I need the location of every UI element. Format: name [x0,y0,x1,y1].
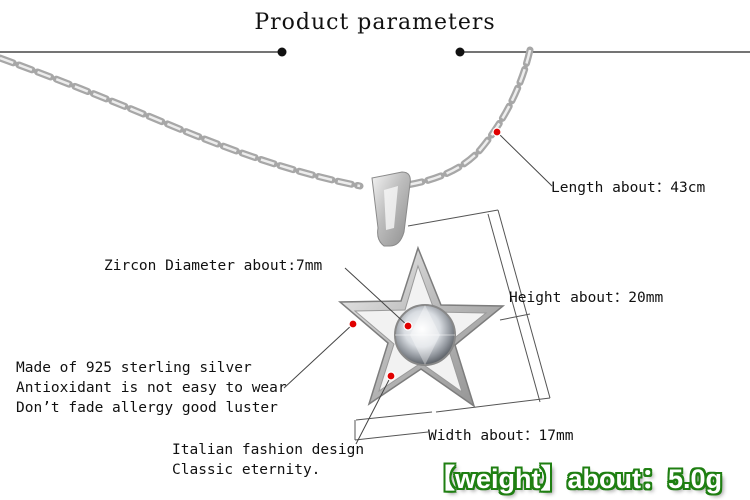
zircon-diameter-label: Zircon Diameter about:7mm [104,258,323,274]
page-title: Product parameters [254,10,496,35]
star-pendant [338,245,506,408]
weight-badge: 【weight】about：5.0g [427,464,722,494]
length-label: Length about：43cm [551,180,706,196]
title-divider [0,47,750,57]
width-label: Width about：17mm [428,428,574,444]
material-line-1: Made of 925 sterling silver [16,360,252,376]
design-line-1: Italian fashion design [172,442,365,458]
height-label: Height about：20mm [509,290,664,306]
necklace-chain [0,46,534,190]
red-markers [348,127,502,381]
dimension-lines [354,209,551,441]
material-line-3: Don’t fade allergy good luster [16,400,278,416]
pendant-bail [371,171,411,247]
design-line-2: Classic eternity. [172,462,321,478]
material-line-2: Antioxidant is not easy to wear [16,380,287,396]
callout-leaders [283,131,553,445]
